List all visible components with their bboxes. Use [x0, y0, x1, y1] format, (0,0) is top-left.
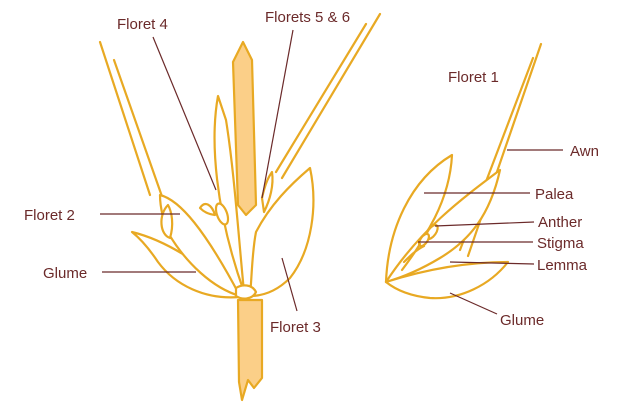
label-glume-right: Glume: [500, 312, 544, 329]
label-anther: Anther: [538, 214, 582, 231]
rachis-lower: [238, 300, 262, 400]
left-spikelet: [100, 14, 380, 400]
awn-left-outer: [100, 42, 150, 195]
rachis: [233, 42, 256, 215]
awn-left-inner: [114, 60, 165, 205]
label-stigma: Stigma: [537, 235, 584, 252]
leader-florets-5-6: [262, 30, 293, 198]
label-floret-2: Floret 2: [24, 207, 75, 224]
label-floret-3: Floret 3: [270, 319, 321, 336]
spikelet-base: [236, 285, 256, 298]
leader-floret-4: [153, 37, 216, 190]
label-floret-4: Floret 4: [117, 16, 168, 33]
floret-3-shape: [250, 168, 313, 296]
label-awn: Awn: [570, 143, 599, 160]
label-palea: Palea: [535, 186, 574, 203]
label-floret-1: Floret 1: [448, 69, 499, 86]
leader-glume-right: [450, 293, 497, 314]
floret-4-lemma: [200, 204, 215, 215]
label-glume-left: Glume: [43, 265, 87, 282]
label-florets-5-6: Florets 5 & 6: [265, 9, 350, 26]
label-lemma: Lemma: [537, 257, 588, 274]
awn-right-outer: [282, 14, 380, 178]
floret-2-scale: [161, 205, 172, 238]
